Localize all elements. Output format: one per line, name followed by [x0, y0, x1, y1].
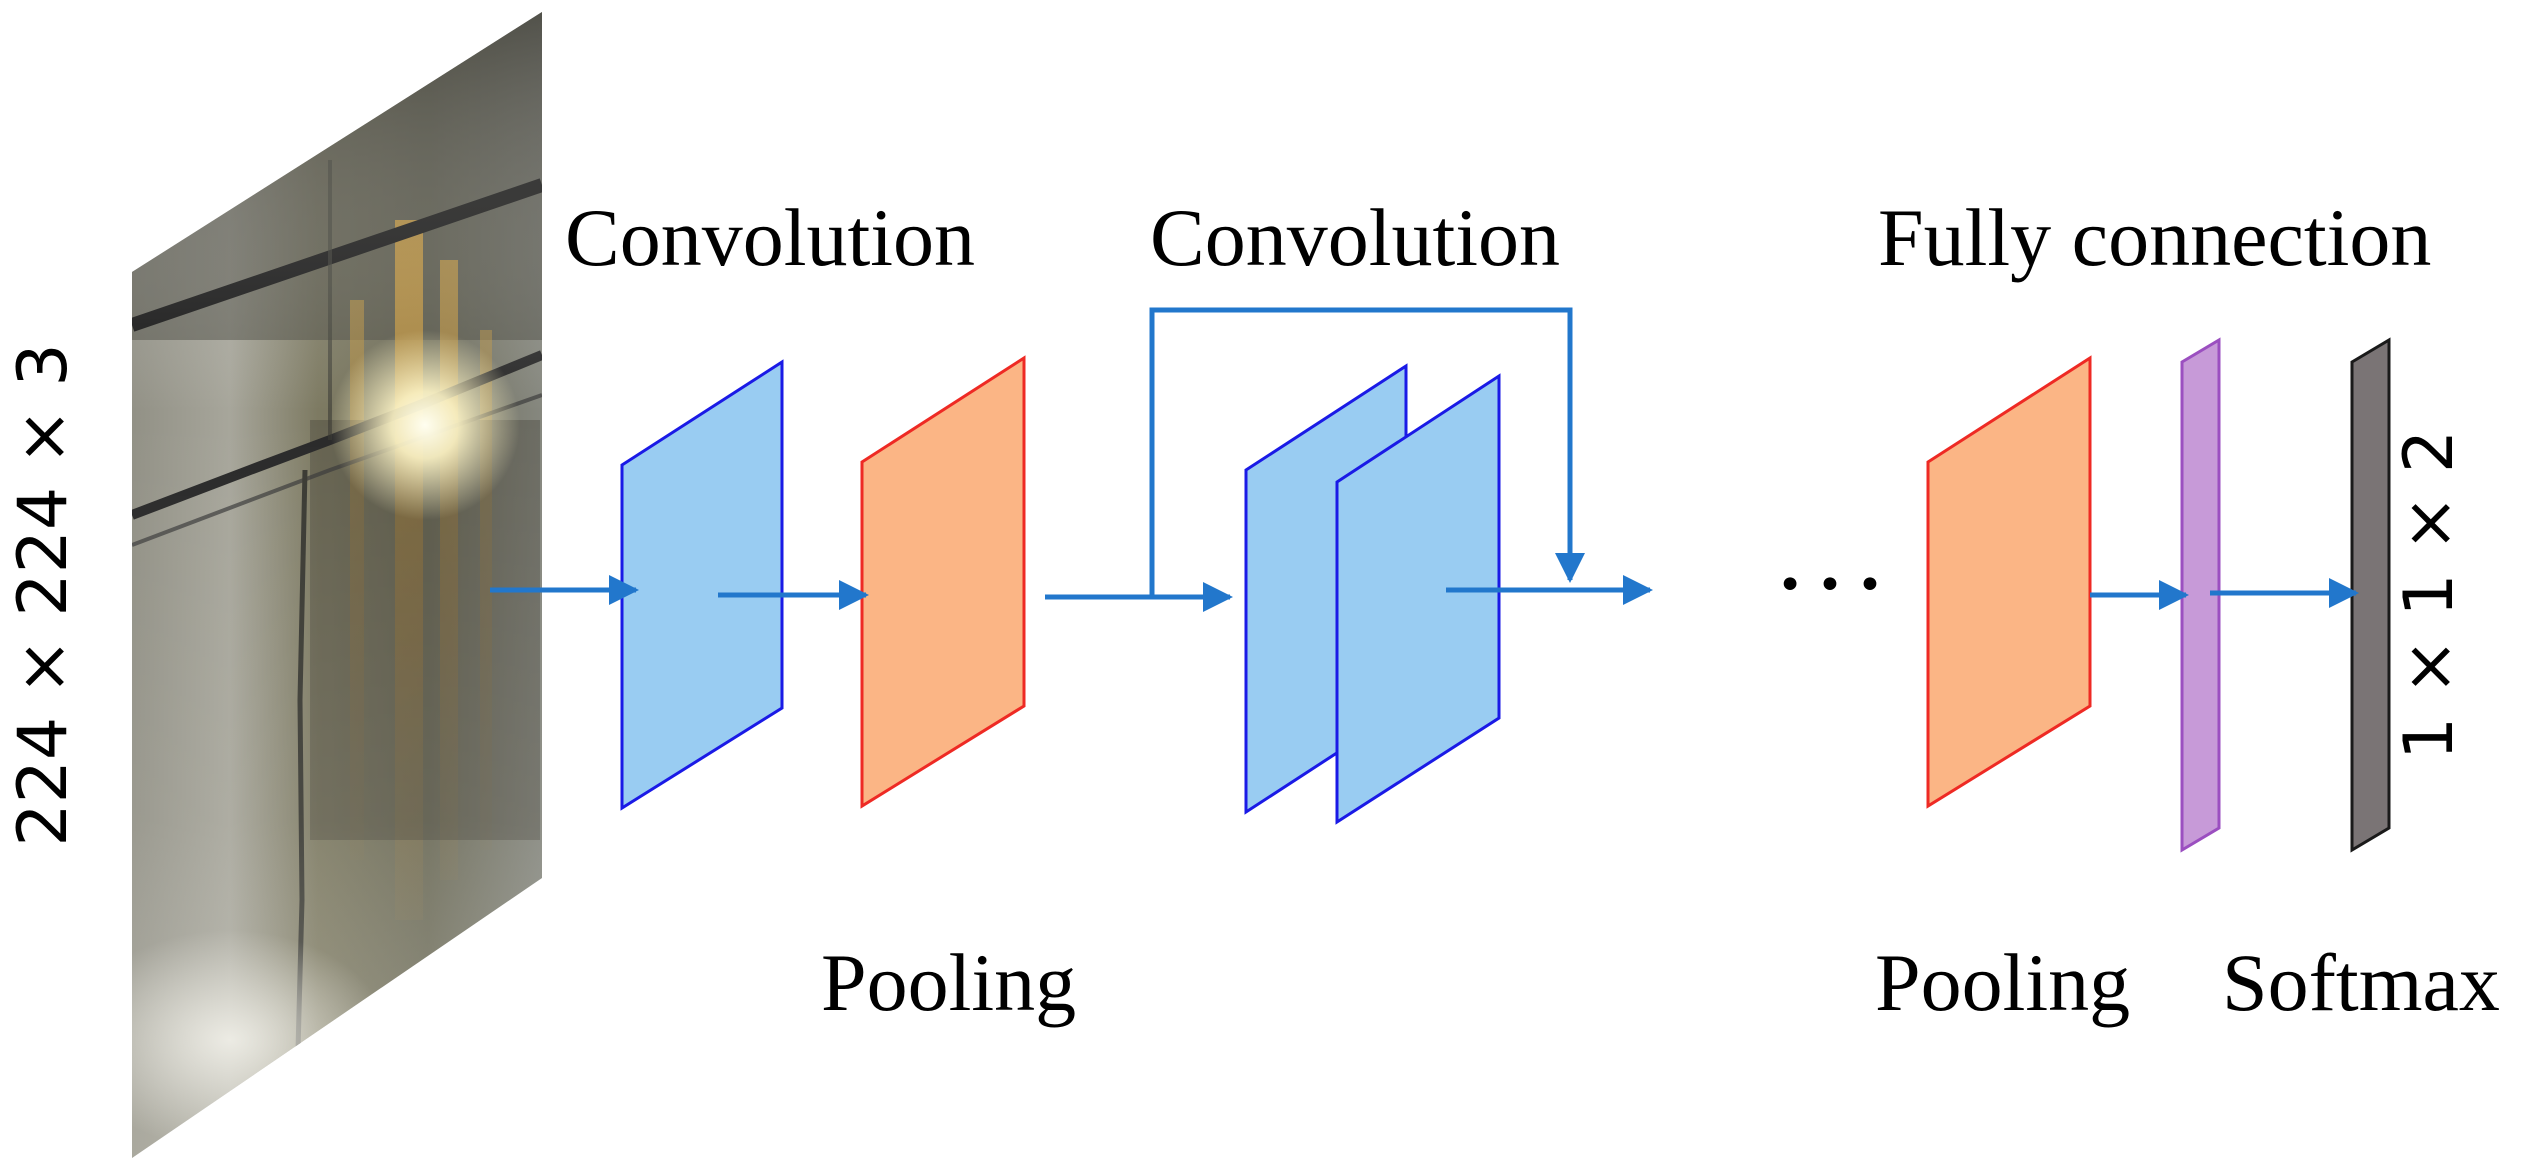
output-dimension-label: 1 × 1 × 2 [2390, 430, 2469, 760]
pooling-layer-1 [860, 355, 1026, 809]
pooling-layer-2 [1926, 355, 2092, 809]
convolution-layer-2b [1335, 373, 1501, 825]
ellipsis: • • • [1777, 560, 1883, 611]
flow-arrows [490, 307, 2359, 612]
input-dimension-label: 224 × 224 × 3 [4, 343, 83, 846]
convolution-label-2: Convolution [1150, 192, 1560, 283]
pooling-label-1: Pooling [821, 937, 1076, 1028]
pooling-label-2: Pooling [1875, 937, 2130, 1028]
convolution-label-1: Convolution [565, 192, 975, 283]
softmax-layer [2350, 337, 2391, 853]
softmax-label: Softmax [2222, 937, 2500, 1028]
convolution-layer-1 [620, 359, 784, 811]
fully-connected-layer [2180, 337, 2221, 853]
fully-connection-label: Fully connection [1878, 192, 2431, 283]
input-image [132, 12, 542, 1158]
skip-connection-arrow [1149, 307, 1585, 597]
